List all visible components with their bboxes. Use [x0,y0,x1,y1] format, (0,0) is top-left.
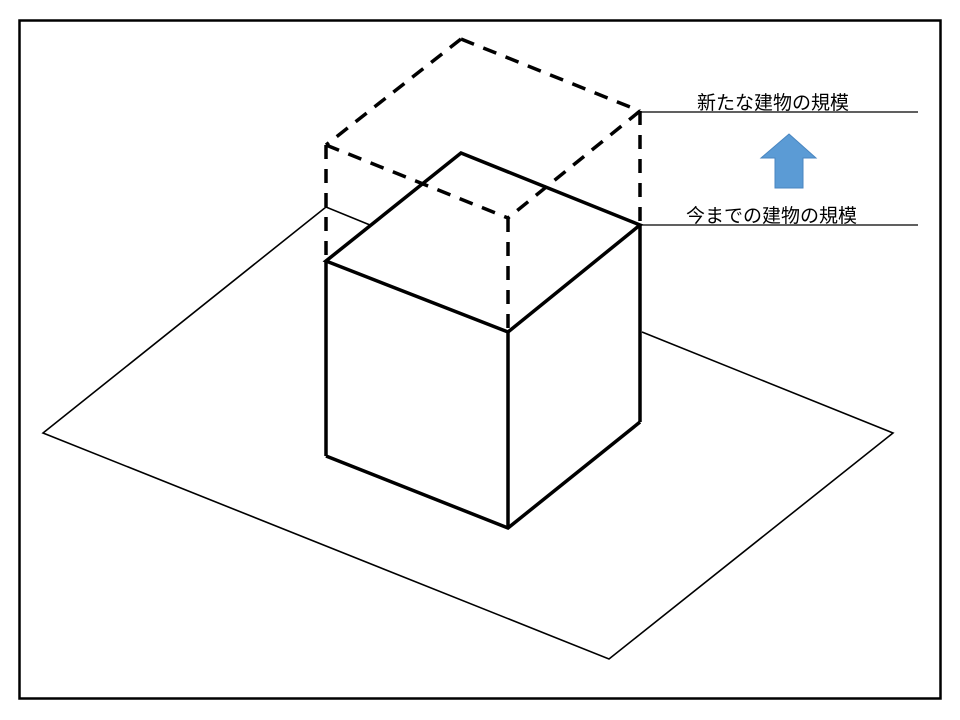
current-building-cube [322,150,644,531]
current-scale-label: 今までの建物の規模 [686,205,858,227]
outer-frame [18,19,942,700]
new-scale-label: 新たな建物の規模 [697,92,850,114]
new-building-dashed [324,37,642,332]
up-arrow-icon [759,133,818,189]
ground-plane [41,206,895,660]
